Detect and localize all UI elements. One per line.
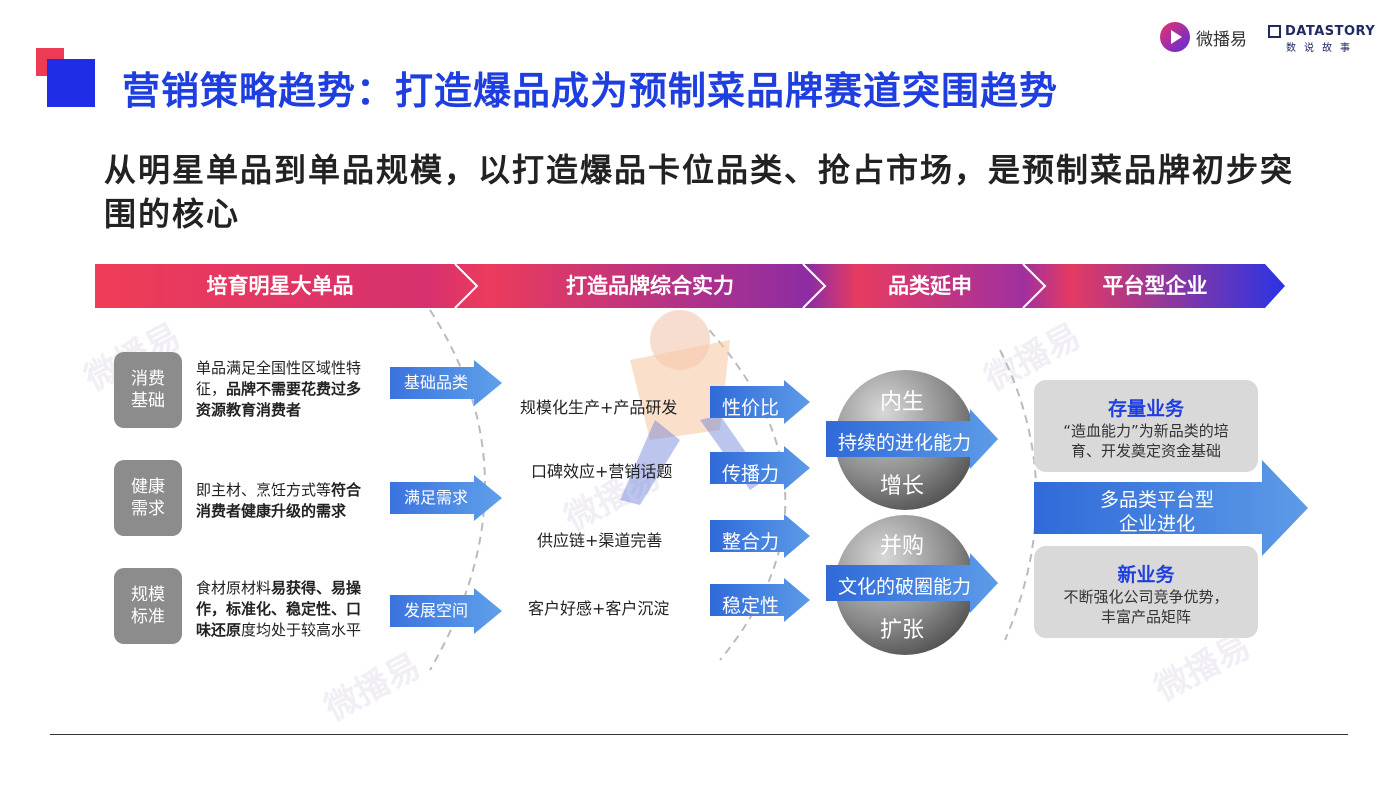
sphere2-bottom: 扩张: [880, 618, 925, 643]
datastory-logo-cn: 数说故事: [1286, 43, 1358, 54]
play-icon: [1160, 22, 1190, 52]
desc-text: 度均处于较高水平: [241, 621, 362, 639]
platform-arrow: [1034, 460, 1308, 556]
weibo-logo-text: 微播易: [1196, 29, 1247, 50]
arrow-basic-category: [390, 360, 502, 406]
tag-line: 规模: [131, 585, 165, 605]
card-existing-business: 存量业务 “造血能力”为新品类的培 育、开发奠定资金基础: [1034, 380, 1258, 472]
stage-1: 培育明星大单品: [206, 274, 354, 298]
desc-health-need: 即主材、烹饪方式等符合 消费者健康升级的需求: [196, 480, 386, 522]
bottom-divider: [50, 734, 1348, 735]
tag-line: 健康: [131, 477, 165, 497]
subtitle: 从明星单品到单品规模，以打造爆品卡位品类、抢占市场，是预制菜品牌初步突围的核心: [104, 151, 1295, 233]
capability-text-2: 口碑效应+营销话题: [531, 462, 673, 481]
sphere1-top: 内生: [880, 390, 925, 415]
stage-labels: 培育明星大单品 打造品牌综合实力 品类延申 平台型企业: [95, 264, 1285, 308]
bar-cultural-ability: 文化的破圈能力: [838, 576, 972, 598]
datastory-logo-en: DATASTORY: [1285, 24, 1376, 39]
card-text: 丰富产品矩阵: [1100, 608, 1191, 626]
capability-text-3: 供应链+渠道完善: [537, 531, 663, 550]
stage-4: 平台型企业: [1102, 274, 1208, 298]
capability-text-4: 客户好感+客户沉淀: [528, 599, 670, 618]
desc-bold: 资源教育消费者: [196, 401, 302, 419]
label-spread-power: 传播力: [722, 463, 780, 485]
card-text: 育、开发奠定资金基础: [1070, 442, 1221, 460]
capability-text-1: 规模化生产+产品研发: [520, 398, 678, 417]
platform-arrow-line2: 企业进化: [1118, 513, 1195, 535]
sphere1-bottom: 增长: [880, 474, 925, 499]
runner-illustration: [620, 310, 765, 505]
stage-3: 品类延申: [888, 274, 972, 298]
card-text: “造血能力”为新品类的培: [1063, 422, 1229, 440]
desc-bold: 品牌不需要花费过多: [226, 380, 362, 398]
tag-consumer-basis: 消费基础: [114, 352, 182, 428]
desc-bold: 味还原: [196, 621, 242, 639]
stage-2: 打造品牌综合实力: [566, 274, 734, 298]
datastory-logo: DATASTORY 数说故事: [1268, 24, 1375, 54]
desc-scale-standard: 食材原材料易获得、易操 作，标准化、稳定性、口 味还原度均处于较高水平: [196, 578, 386, 641]
arrow-basic-category-label: 基础品类: [404, 373, 469, 392]
desc-text: 食材原材料: [196, 579, 272, 597]
title-decoration-blue: [47, 59, 95, 107]
arrow-meet-need-label: 满足需求: [404, 488, 469, 507]
desc-bold: 消费者健康升级的需求: [196, 502, 347, 520]
desc-text: 即主材、烹饪方式等: [196, 481, 332, 499]
card-text: 不断强化公司竞争优势，: [1063, 588, 1229, 606]
weibo-logo: 微播易: [1160, 22, 1247, 52]
tag-health-need: 健康需求: [114, 460, 182, 536]
tag-line: 需求: [131, 499, 165, 519]
desc-bold: 易获得、易操: [271, 579, 362, 597]
label-integration-power: 整合力: [722, 531, 780, 553]
bar-evolution-ability: 持续的进化能力: [838, 432, 972, 454]
growth-spheres: [826, 370, 998, 655]
platform-arrow-line1: 多品类平台型: [1099, 489, 1214, 511]
tag-line: 标准: [131, 607, 165, 627]
sphere2-top: 并购: [880, 534, 925, 559]
card-title: 存量业务: [1107, 398, 1184, 420]
desc-consumer-basis: 单品满足全国性区域性特 征，品牌不需要花费过多 资源教育消费者: [196, 358, 386, 421]
tag-scale-standard: 规模标准: [114, 568, 182, 644]
arrow-growth-space: [390, 588, 502, 634]
page-title: 营销策略趋势：打造爆品成为预制菜品牌赛道突围趋势: [122, 69, 1059, 113]
desc-text: 单品满足全国性区域性特: [196, 359, 362, 377]
arrow-meet-need: [390, 475, 502, 521]
desc-bold: 作，标准化、稳定性、口: [196, 600, 362, 618]
card-title: 新业务: [1117, 564, 1175, 586]
datastory-mark-icon: [1268, 25, 1281, 38]
arrow-growth-space-label: 发展空间: [404, 601, 469, 620]
desc-bold: 符合: [331, 481, 362, 499]
label-cost-performance: 性价比: [722, 397, 780, 419]
card-new-business: 新业务 不断强化公司竞争优势， 丰富产品矩阵: [1034, 546, 1258, 638]
desc-text: 征，: [196, 380, 227, 398]
tag-line: 基础: [131, 391, 165, 411]
tag-line: 消费: [131, 369, 165, 389]
capability-arrows: [710, 380, 810, 622]
stage-band: [95, 264, 1285, 308]
label-stability: 稳定性: [722, 595, 780, 617]
